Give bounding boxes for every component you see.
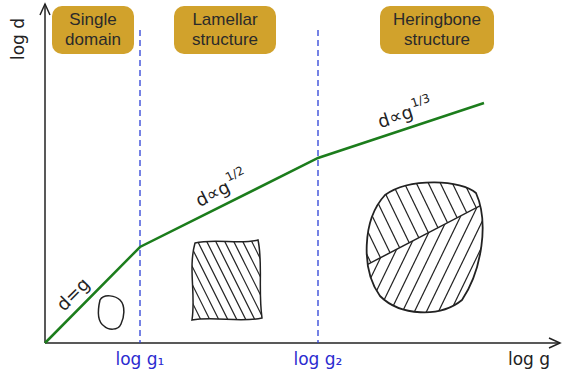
size-curve: [45, 103, 484, 343]
tick-label: log g₁: [116, 349, 165, 369]
exponent: 1/3: [409, 91, 432, 111]
region-badge: Heringbone structure: [380, 6, 494, 54]
dashed-line: [139, 30, 140, 343]
axis-title: log g: [508, 349, 550, 369]
x-arrow: [549, 338, 560, 348]
exponent: 1/2: [223, 163, 247, 185]
region-badge: Lamellar structure: [174, 6, 276, 54]
herringbone-grain: [290, 170, 569, 325]
axis-title: log d: [8, 18, 28, 60]
region-name: Lamellar structure: [180, 10, 270, 49]
y-arrow: [40, 4, 50, 15]
slope-law: d=g: [52, 273, 94, 315]
lamellar-grain: [120, 230, 323, 330]
y-axis: [44, 4, 46, 343]
slope-law: d∝g: [375, 101, 416, 133]
dashed-line: [317, 30, 318, 343]
region-badge: Single domain: [52, 6, 134, 54]
tick-label: log g₂: [294, 349, 343, 369]
region-name: Single domain: [58, 10, 128, 49]
region-name: Heringbone structure: [386, 10, 488, 49]
single-domain-grain: [98, 296, 124, 329]
region-borders: [140, 30, 318, 343]
x-axis: [45, 342, 560, 344]
axes: [40, 4, 560, 348]
